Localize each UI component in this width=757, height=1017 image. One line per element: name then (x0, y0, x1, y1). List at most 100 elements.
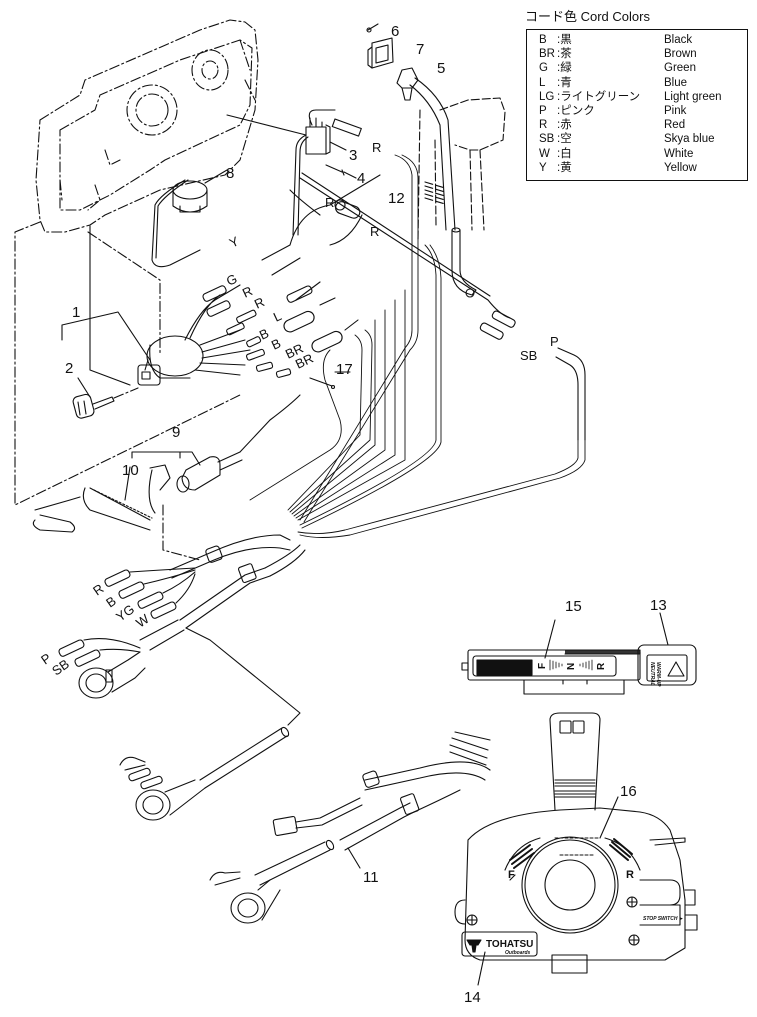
fuse-holder-part-12 (289, 189, 363, 246)
harness-lower-left (119, 726, 290, 821)
legend-row: G :緑 Green (539, 61, 747, 75)
wire-label-r2: R (252, 294, 267, 312)
leader-housing-2 (89, 225, 131, 386)
wire-label-harness-sb: SB (49, 656, 72, 678)
brand-sub-text: Outboards (505, 950, 530, 956)
wire-label-y: Y (227, 233, 241, 250)
wire-label-sb: SB (520, 348, 537, 363)
callout-10: 10 (122, 462, 139, 479)
legend-en: Light green (664, 90, 722, 103)
screw-part-4 (325, 164, 357, 179)
main-harness-upper (139, 534, 306, 651)
legend-title: コード色 Cord Colors (525, 9, 650, 24)
trim-r: R (596, 662, 607, 670)
leader-lanyard (162, 504, 201, 561)
control-box-part-14 (454, 712, 698, 974)
forward-mark: F (508, 869, 515, 881)
wire-label-br1: BR (283, 340, 306, 361)
p-sb-connectors-right (479, 310, 586, 441)
ignition-connectors (202, 174, 381, 378)
callout-8: 8 (226, 165, 234, 182)
stop-switch-label: STOP SWITCH ► (643, 916, 684, 922)
callout-11: 11 (363, 869, 379, 886)
connector-br (311, 319, 359, 353)
leader-housing-3 (87, 231, 161, 356)
leader-part-16 (599, 796, 619, 839)
leader-key-switch (113, 387, 139, 399)
callout-7: 7 (416, 41, 424, 58)
legend-jp: :空 (557, 133, 572, 146)
key-part-2 (72, 393, 115, 419)
trim-ticks (549, 659, 593, 671)
leader-part-2 (77, 377, 91, 398)
part-callouts: 1 2 3 4 5 6 7 8 9 10 11 12 13 14 15 16 1… (65, 23, 667, 1006)
leader-part-9 (131, 451, 201, 466)
legend-en: Pink (664, 104, 687, 117)
brand-logo-text: TOHATSU (486, 939, 533, 950)
connector-l (283, 297, 336, 333)
leader-part-14 (477, 951, 486, 986)
callout-12: 12 (388, 190, 405, 207)
legend-jp: :赤 (557, 119, 572, 132)
legend-code: P (539, 104, 547, 117)
elbow-connector (451, 227, 477, 298)
legend-code: B (539, 34, 547, 46)
wire-label-harness-r: R (90, 581, 106, 599)
bracket-part-7 (367, 37, 394, 69)
trim-indicator-part-15 (461, 612, 697, 695)
callout-15: 15 (565, 598, 582, 615)
legend-jp: :黄 (557, 161, 572, 174)
wire-label-br2: BR (293, 350, 316, 371)
legend-row: SB:空 Skya blue (539, 132, 747, 146)
legend-en: Red (664, 119, 686, 132)
legend-en: Green (664, 62, 696, 75)
trim-indicator-text: F N R NEUTRAL WARM-UP (537, 662, 661, 687)
callout-2: 2 (65, 360, 73, 377)
leader-part-10 (124, 466, 131, 501)
harness-connectors-rbygw (104, 567, 196, 619)
legend-jp: :白 (557, 147, 572, 160)
legend-code: BR (539, 48, 555, 61)
ignition-switch-part-1 (137, 284, 251, 386)
legend-en: White (664, 147, 694, 160)
plug-part-5 (396, 67, 456, 231)
leader-switch (226, 114, 307, 136)
leader-part-1 (61, 311, 151, 361)
legend-code: SB (539, 133, 555, 146)
legend-en: Brown (664, 48, 697, 61)
legend-en: Blue (664, 76, 688, 89)
legend-code: LG (539, 90, 555, 103)
legend-en: Yellow (664, 161, 697, 174)
control-housing-outline (35, 19, 259, 233)
wire-label-r-fuse-left: R (325, 195, 334, 210)
harness-lower-right (209, 731, 491, 924)
legend-jp: :緑 (557, 62, 572, 75)
callout-9: 9 (172, 424, 180, 441)
trim-plate-neutral: NEUTRAL (649, 662, 655, 686)
legend-en: Skya blue (664, 133, 715, 146)
trim-f: F (537, 663, 548, 669)
trim-n: N (566, 663, 577, 670)
lanyard-part-10 (32, 464, 171, 533)
stop-switch-part-9 (176, 394, 301, 493)
harness-connectors-psb (58, 638, 141, 667)
leader-housing-1 (14, 221, 241, 506)
wire-label-r-switch: R (372, 140, 381, 155)
throttle-lever-ghost (417, 97, 506, 241)
legend-row: Y :黄 Yellow (539, 161, 747, 175)
legend-code: G (539, 62, 548, 75)
reverse-mark: R (626, 869, 634, 881)
legend-code: L (539, 76, 546, 89)
legend-code: Y (539, 161, 547, 174)
switch-part-3 (292, 109, 362, 236)
wire-label-b2: B (269, 335, 283, 352)
callout-6: 6 (391, 23, 399, 40)
